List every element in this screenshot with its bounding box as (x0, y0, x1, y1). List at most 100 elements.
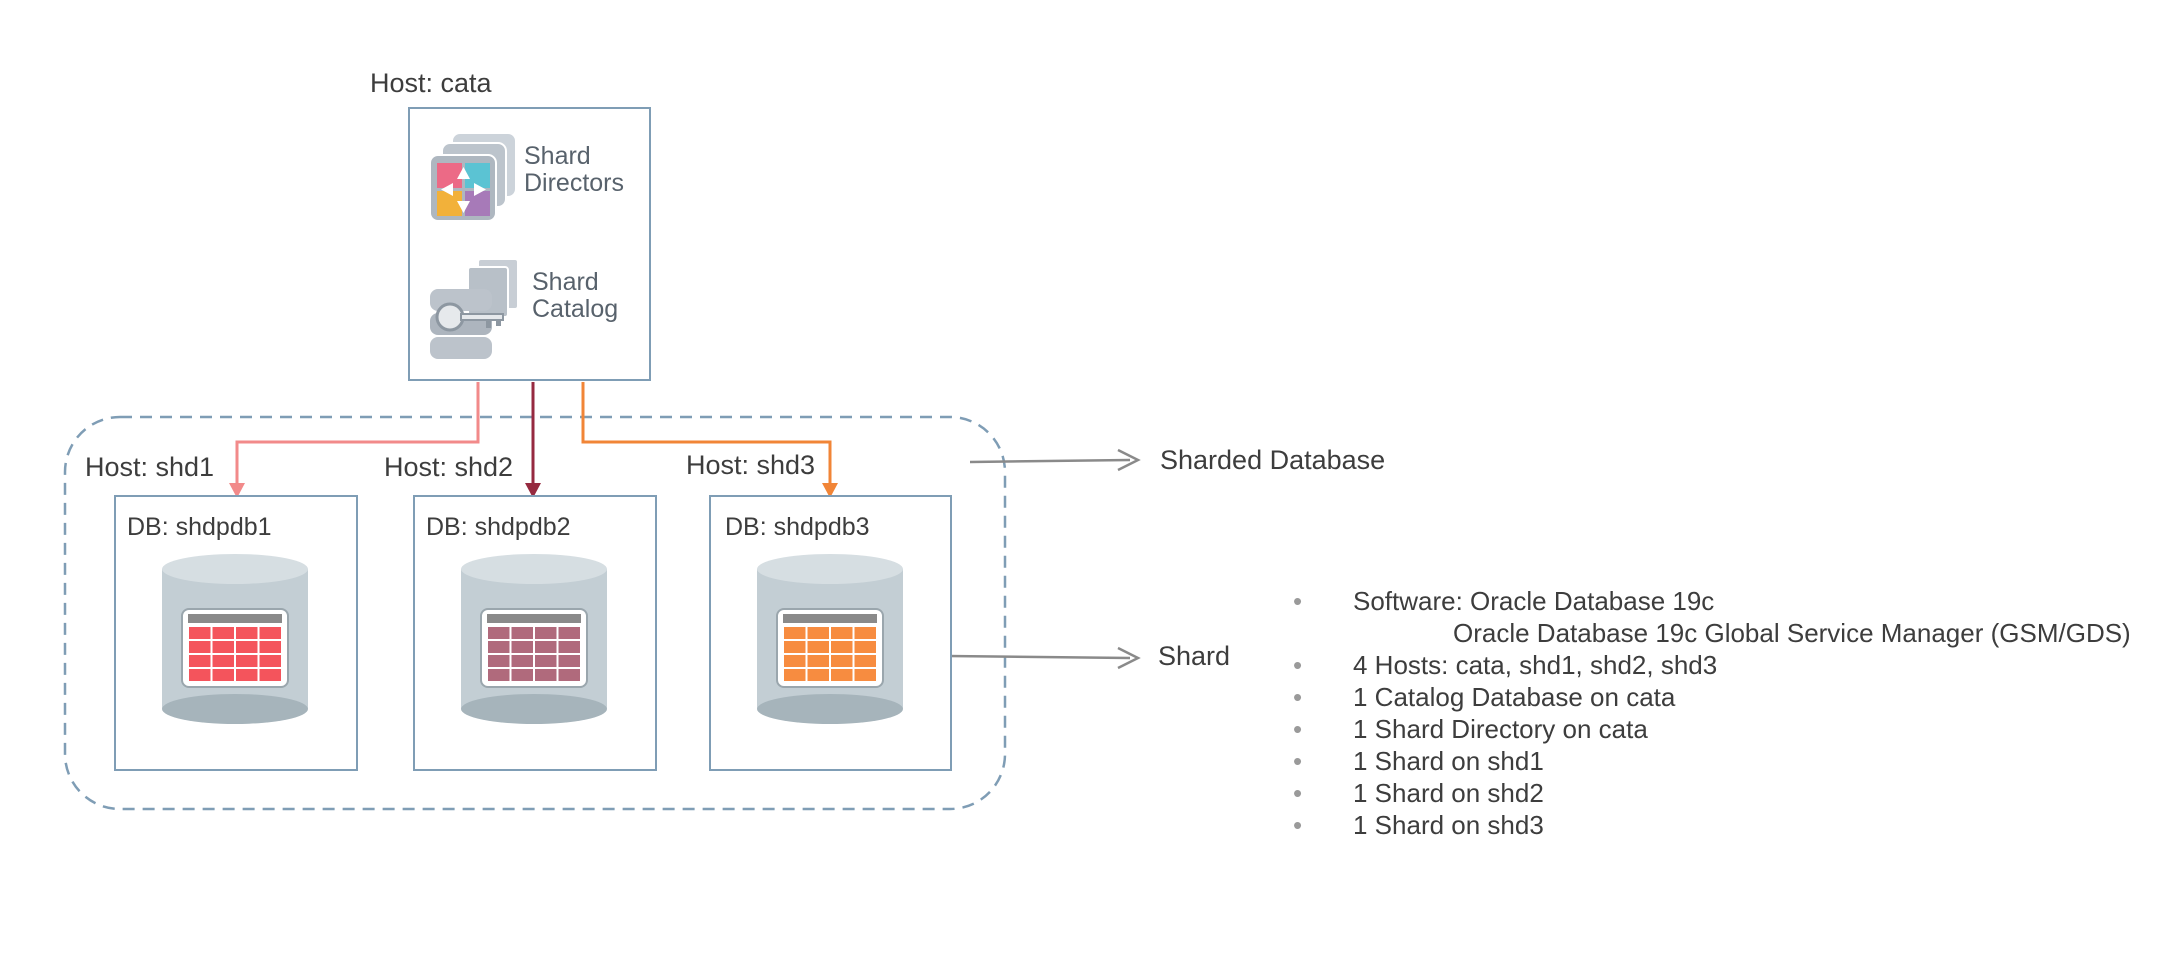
table-cell (558, 655, 580, 667)
table-cell (784, 669, 806, 681)
table-cell (831, 669, 853, 681)
table-cell (189, 655, 211, 667)
table-cell (558, 641, 580, 653)
connector-cata-shd3-arrowhead (822, 483, 838, 498)
sharded-database-arrowhead (1117, 448, 1141, 472)
note-bullet: • (1293, 746, 1303, 776)
cata-host-label: Host: cata (370, 68, 492, 98)
table-cell (558, 627, 580, 639)
table-cell (807, 641, 829, 653)
sharded-database-boundary (63, 415, 1007, 811)
table-cell (807, 655, 829, 667)
shd1-host-box: DB: shdpdb1 (114, 495, 358, 771)
table-header (188, 614, 282, 623)
shard-directors-icon (429, 132, 517, 222)
note-item: • 1 Catalog Database on cata (1293, 681, 1717, 713)
cylinder-bottom (757, 694, 903, 724)
shd1-host-label: Host: shd1 (85, 452, 215, 482)
note-bullet: • (1293, 778, 1303, 808)
table-cell (259, 627, 281, 639)
note-item: • 4 Hosts: cata, shd1, shd2, shd3 (1293, 649, 1718, 681)
note-software-text: Software: Oracle Database 19c (1353, 586, 1715, 616)
table-cell (259, 641, 281, 653)
table-cell (189, 627, 211, 639)
note-item-text: 1 Shard on shd1 (1353, 746, 1544, 776)
note-item: • 1 Shard Directory on cata (1293, 713, 1717, 745)
note-bullet: • (1293, 650, 1303, 680)
cylinder-bottom (162, 694, 308, 724)
shdpdb1-database-icon (162, 554, 308, 724)
shd3-db-label: DB: shdpdb3 (725, 513, 870, 541)
connector-cata-shd1-arrowhead (229, 483, 245, 498)
table-cell (831, 655, 853, 667)
table-cell (784, 627, 806, 639)
table-cell (259, 669, 281, 681)
table-header (783, 614, 877, 623)
note-item-text: 1 Shard Directory on cata (1353, 714, 1648, 744)
connector-cata-shd3 (581, 382, 832, 484)
cata-host-box: Shard Directors Shard Catalog (408, 107, 651, 381)
table-cell (511, 669, 533, 681)
note-bullet: • (1293, 586, 1303, 616)
table-cell (236, 669, 258, 681)
note-bullet: • (1293, 810, 1303, 840)
connector-cata-shd1 (235, 382, 480, 484)
shdpdb2-database-icon (461, 554, 607, 724)
shd3-host-label: Host: shd3 (686, 450, 816, 480)
table-cell (212, 669, 234, 681)
shard-directors-label-line2: Directors (524, 169, 625, 197)
shard-label: Shard (1158, 641, 1231, 671)
shd2-host-box: DB: shdpdb2 (413, 495, 657, 771)
cylinder-top (757, 554, 903, 584)
table-cell (189, 641, 211, 653)
table-cell (535, 655, 557, 667)
shard-catalog-label-line2: Catalog (532, 295, 619, 323)
note-bullet: • (1293, 714, 1303, 744)
table-cell (488, 655, 510, 667)
shard-arrow (947, 654, 1131, 660)
shard-catalog-icon (430, 259, 519, 359)
cylinder-top (461, 554, 607, 584)
connector-cata-shd2-arrowhead (525, 483, 541, 498)
note-software-indent-text: Oracle Database 19c Global Service Manag… (1453, 618, 2131, 648)
table-cell (854, 641, 876, 653)
shdpdb3-database-icon (757, 554, 903, 724)
note-bullet: • (1293, 682, 1303, 712)
table-cell (511, 641, 533, 653)
table-cell (854, 655, 876, 667)
table-cell (535, 641, 557, 653)
table-cell (488, 641, 510, 653)
table-cell (488, 669, 510, 681)
shard-catalog-label-line1: Shard (532, 268, 599, 296)
table-cell (212, 641, 234, 653)
note-item-text: 4 Hosts: cata, shd1, shd2, shd3 (1353, 650, 1718, 680)
table-header (487, 614, 581, 623)
table-cell (784, 641, 806, 653)
table-cell (212, 627, 234, 639)
table-cell (784, 655, 806, 667)
sharded-database-label: Sharded Database (1160, 445, 1386, 475)
table-cell (831, 641, 853, 653)
shard-arrowhead (1117, 646, 1141, 670)
shd2-host-label: Host: shd2 (384, 452, 514, 482)
note-software-indent: Oracle Database 19c Global Service Manag… (1353, 617, 2131, 649)
cylinder-top (162, 554, 308, 584)
table-cell (511, 627, 533, 639)
note-item-text: 1 Shard on shd3 (1353, 810, 1544, 840)
table-cell (807, 627, 829, 639)
shard-directors-label-line1: Shard (524, 142, 591, 170)
deployment-notes: • Software: Oracle Database 19c Oracle D… (1293, 585, 2131, 841)
note-item-text: 1 Catalog Database on cata (1353, 682, 1676, 712)
table-cell (259, 655, 281, 667)
table-cell (212, 655, 234, 667)
table-cell (236, 655, 258, 667)
note-item-text: 1 Shard on shd2 (1353, 778, 1544, 808)
table-cell (854, 627, 876, 639)
note-item: • 1 Shard on shd1 (1293, 745, 1717, 777)
table-cell (488, 627, 510, 639)
table-cell (511, 655, 533, 667)
table-cell (807, 669, 829, 681)
shd1-db-label: DB: shdpdb1 (127, 513, 272, 541)
table-cell (535, 627, 557, 639)
